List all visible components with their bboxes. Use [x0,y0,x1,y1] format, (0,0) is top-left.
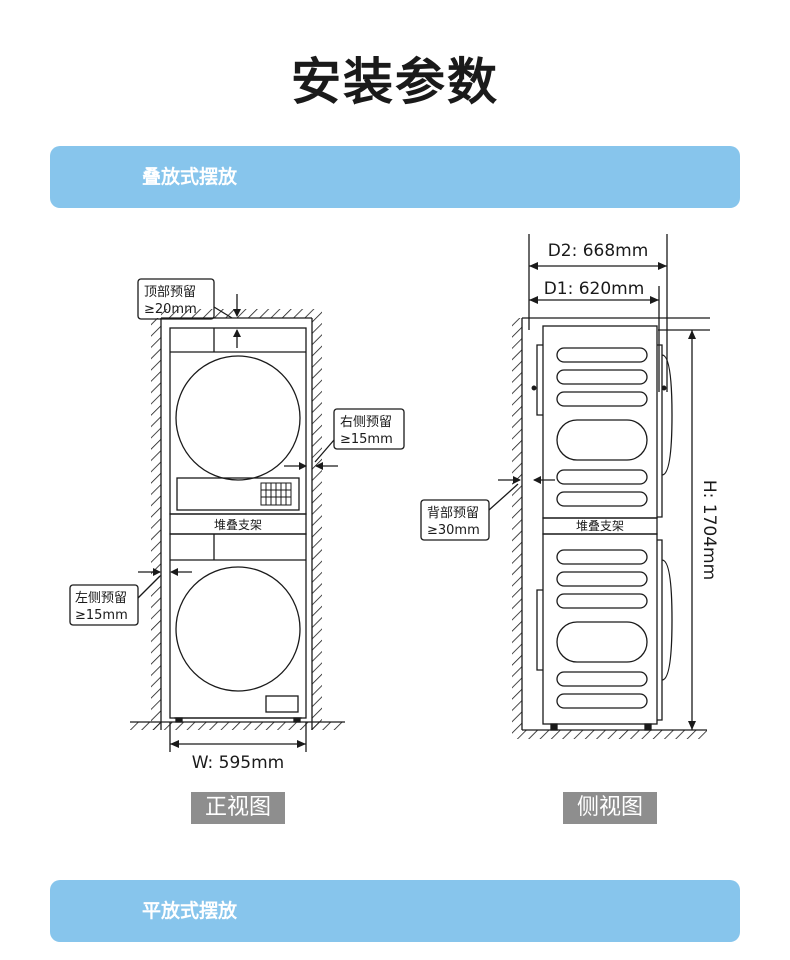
section-label-stacked: 叠放式摆放 [142,166,238,188]
dryer-filter-panel [176,477,300,511]
section-bar-flat: 平放式摆放 [50,880,740,942]
top-clearance-label: 顶部预留 [144,285,196,300]
front-view [69,278,405,752]
section-bar-stacked: 叠放式摆放 [50,146,740,208]
side-washer-body [542,533,658,725]
width-dimension: W: 595mm [192,753,285,773]
side-view [420,234,710,739]
front-left-wall [151,318,161,730]
section-label-flat: 平放式摆放 [142,900,238,922]
right-clearance-value: ≥15mm [340,432,393,447]
back-clearance-label: 背部预留 [427,506,479,521]
side-bracket-label: 堆叠支架 [576,519,624,533]
dryer-door [175,355,301,481]
washer-door [175,566,301,692]
right-clearance-label: 右侧预留 [340,415,392,430]
height-dimension: H: 1704mm [699,480,719,580]
side-washer-slots [556,549,648,709]
left-clearance-value: ≥15mm [75,608,128,623]
washer-filter-door [265,695,299,713]
page-title: 安装参数 [291,53,499,111]
front-floor [130,722,345,730]
d2-dimension: D2: 668mm [548,241,649,261]
side-back-wall [512,318,522,730]
front-view-caption: 正视图 [191,792,285,824]
side-dryer-body [542,325,658,519]
side-view-caption: 侧视图 [563,792,657,824]
front-bracket-label: 堆叠支架 [214,518,262,532]
dryer-vent [260,482,292,506]
back-clearance-value: ≥30mm [427,523,480,538]
front-ceiling [161,309,322,318]
side-dryer-slots [556,347,648,507]
side-floor [512,730,707,739]
front-right-wall [312,318,322,730]
d1-dimension: D1: 620mm [544,279,645,299]
top-clearance-value: ≥20mm [144,302,197,317]
left-clearance-label: 左侧预留 [75,591,127,606]
